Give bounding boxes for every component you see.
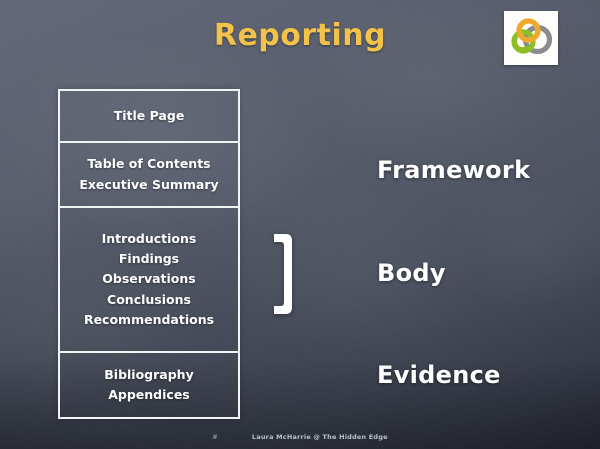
- report-outline-table: Title Page Table of Contents Executive S…: [58, 89, 240, 419]
- outline-line: Recommendations: [83, 311, 215, 327]
- slide-number: #: [212, 433, 218, 441]
- outline-section-title-page: Title Page: [60, 91, 238, 141]
- outline-section-body-matter: Introductions Findings Observations Conc…: [60, 206, 238, 351]
- label-framework: Framework: [377, 156, 531, 184]
- label-body: Body: [377, 259, 446, 287]
- page-title: Reporting: [213, 18, 387, 53]
- outline-line: Title Page: [113, 107, 185, 123]
- outline-line: Observations: [102, 271, 196, 287]
- three-interlocking-rings-logo: [504, 11, 558, 65]
- footer-credit: Laura McHarrie @ The Hidden Edge: [251, 433, 388, 441]
- outline-line: Appendices: [108, 387, 190, 402]
- closing-bracket-icon: [272, 232, 296, 316]
- outline-line: Bibliography: [104, 366, 194, 382]
- outline-line: Executive Summary: [79, 176, 219, 192]
- outline-line: Introductions: [101, 230, 197, 246]
- outline-line: Conclusions: [107, 291, 191, 307]
- outline-section-back-matter: Bibliography Appendices: [60, 351, 238, 417]
- outline-line: Table of Contents: [87, 156, 211, 172]
- outline-section-front-matter: Table of Contents Executive Summary: [60, 141, 238, 206]
- outline-line: Findings: [118, 251, 180, 267]
- label-evidence: Evidence: [377, 361, 501, 389]
- slide-footer: # Laura McHarrie @ The Hidden Edge: [0, 433, 600, 441]
